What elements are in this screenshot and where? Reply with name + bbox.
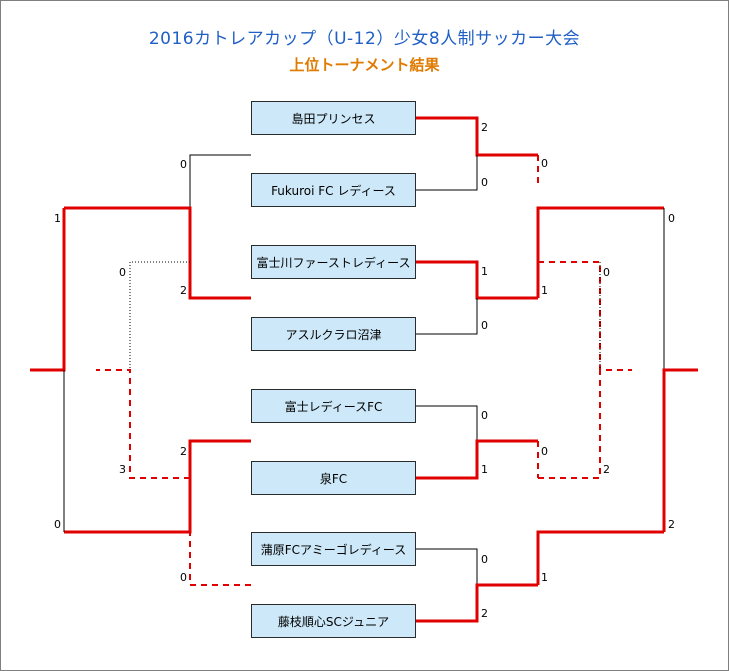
score-label: 0 [481, 176, 488, 189]
line-left-place-bot [96, 369, 190, 479]
score-label: 0 [180, 571, 187, 584]
line-left-place-top [129, 261, 190, 370]
score-label: 0 [668, 212, 675, 225]
team-box: 泉FC [251, 461, 416, 495]
score-label: 2 [180, 284, 187, 297]
score-label: 1 [541, 284, 548, 297]
score-label: 1 [541, 571, 548, 584]
team-box: アスルクラロ沼津 [251, 317, 416, 351]
team-box: 島田プリンセス [251, 101, 416, 135]
score-label: 0 [481, 319, 488, 332]
score-label: 3 [119, 463, 126, 476]
team-box: 藤枝順心SCジュニア [251, 604, 416, 638]
line-fujiladies-r1 [416, 405, 478, 441]
line-left-final-top [30, 208, 66, 372]
line-left-qf-bot-a [64, 439, 251, 534]
tournament-title: 2016カトレアカップ（U-12）少女8人制サッカー大会 [148, 29, 581, 49]
line-left-qf-bot-b [189, 532, 251, 586]
score-label: 0 [180, 158, 187, 171]
score-label: 0 [119, 266, 126, 279]
line-left-qf-top-a [189, 154, 251, 208]
line-shimada-r1 [416, 116, 538, 157]
line-right-final-bot [662, 368, 698, 532]
score-label: 2 [180, 445, 187, 458]
score-label: 1 [481, 463, 488, 476]
line-right-sf-bot-fujieda [536, 530, 664, 585]
line-fukuroi-r1 [416, 155, 478, 191]
score-label: 1 [481, 265, 488, 278]
team-box: Fukuroi FC レディース [251, 173, 416, 207]
line-kanbara-r1 [416, 548, 478, 585]
bracket-subtitle: 上位トーナメント結果 [289, 56, 440, 74]
line-right-place-bot [538, 370, 601, 479]
score-label: 1 [54, 212, 61, 225]
line-fujikawa-r1 [416, 260, 538, 300]
line-fujieda-r1 [416, 583, 538, 623]
line-azul-r1 [416, 298, 478, 335]
score-label: 0 [481, 409, 488, 422]
score-label: 2 [481, 607, 488, 620]
score-label: 0 [541, 445, 548, 458]
line-right-sf-top-fujikawa [536, 206, 664, 298]
line-izumi-r1 [416, 439, 538, 480]
line-right-place-top [538, 261, 632, 371]
team-box: 富士川ファーストレディース [251, 245, 416, 279]
score-label: 0 [541, 157, 548, 170]
score-label: 2 [603, 463, 610, 476]
score-label: 2 [668, 518, 675, 531]
score-label: 0 [481, 553, 488, 566]
team-box: 蒲原FCアミーゴレディース [251, 532, 416, 566]
score-label: 2 [481, 121, 488, 134]
line-left-qf-top-b [64, 206, 251, 300]
team-box: 富士レディースFC [251, 389, 416, 423]
score-label: 0 [603, 266, 610, 279]
score-label: 0 [54, 518, 61, 531]
